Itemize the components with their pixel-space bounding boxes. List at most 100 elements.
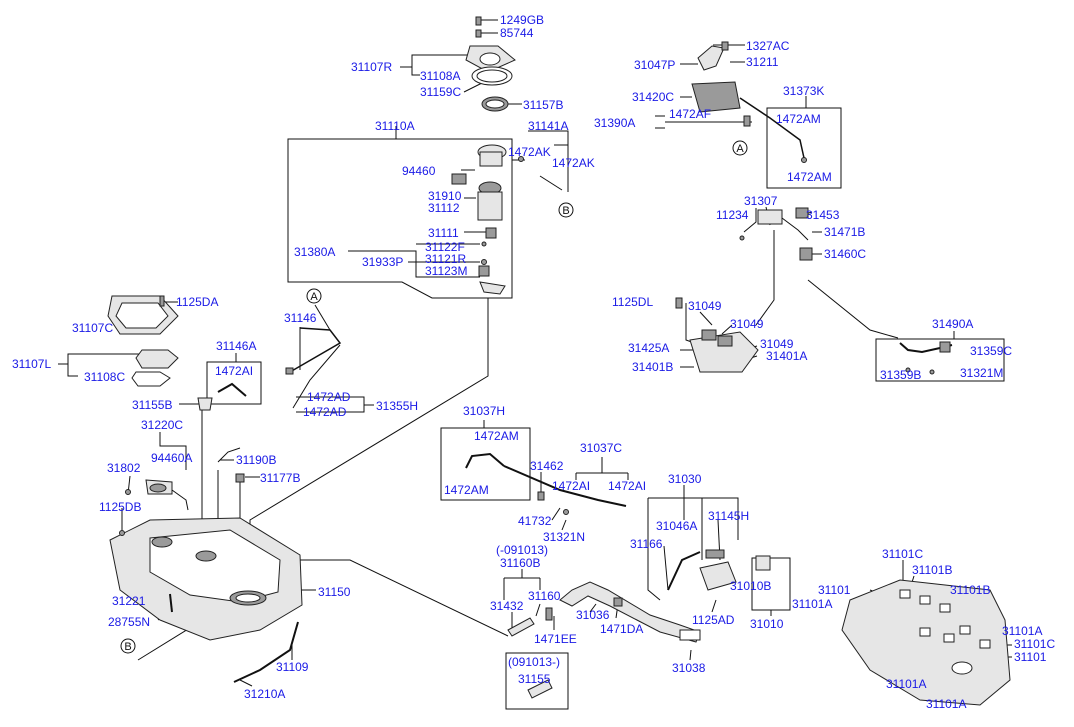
label-31150: 31150 [318, 585, 351, 599]
label-1472am-a: 1472AM [776, 112, 821, 126]
label-31390a: 31390A [594, 116, 635, 130]
label-31160b: 31160B [500, 556, 540, 570]
label-1125dl: 1125DL [612, 295, 653, 309]
label-1249gb: 1249GB [500, 13, 544, 27]
label-31107l: 31107L [12, 357, 51, 371]
label-31109: 31109 [276, 660, 309, 674]
label-31420c: 31420C [632, 90, 674, 104]
label-85744: 85744 [500, 26, 534, 40]
label-31460c: 31460C [824, 247, 866, 261]
label-31471b: 31471B [824, 225, 865, 239]
label-31373k: 31373K [783, 84, 824, 98]
label-31046a: 31046A [656, 519, 697, 533]
label-1472am-d: 1472AM [444, 483, 489, 497]
label-31802: 31802 [107, 461, 141, 475]
label-31111: 31111 [428, 226, 459, 240]
label-31037h: 31037H [463, 404, 505, 418]
label-31211: 31211 [746, 55, 779, 69]
label-31101-a: 31101 [818, 583, 851, 597]
label-1472ad-a: 1472AD [307, 390, 351, 404]
label-31036: 31036 [576, 608, 610, 622]
label-091013-a: (-091013) [496, 543, 548, 557]
callout-b-label-top: B [562, 205, 569, 217]
label-1472ak-b: 1472AK [552, 156, 595, 170]
label-091013-b: (091013-) [508, 655, 560, 669]
label-31122f: 31122F [425, 240, 465, 254]
label-31321n: 31321N [543, 530, 585, 544]
label-31432: 31432 [490, 599, 524, 613]
label-31047p: 31047P [634, 58, 675, 72]
label-31933p: 31933P [362, 255, 403, 269]
label-31112: 31112 [428, 201, 460, 215]
callout-b-marker-top [558, 202, 574, 218]
label-31101c-b: 31101C [1014, 637, 1055, 651]
label-31166: 31166 [630, 537, 663, 551]
label-31453: 31453 [806, 208, 840, 222]
label-31145h: 31145H [708, 509, 749, 523]
label-31401b: 31401B [632, 360, 673, 374]
label-31010: 31010 [750, 617, 784, 631]
label-1472ad-b: 1472AD [303, 405, 347, 419]
label-1472am-b: 1472AM [787, 170, 832, 184]
callout-a-label-left: A [310, 291, 318, 303]
part-shapes [107, 16, 1011, 706]
part-labels: 1249GB 85744 31107R 31108A 31159C 31157B… [12, 13, 1055, 711]
label-31107r: 31107R [351, 60, 392, 74]
label-31359b: 31359B [880, 368, 921, 382]
label-31101-b: 31101 [1014, 650, 1047, 664]
label-1472ai-b: 1472AI [552, 479, 590, 493]
label-31462: 31462 [530, 459, 564, 473]
label-31155: 31155 [518, 672, 551, 686]
callout-b-label-bottom: B [124, 641, 131, 653]
label-1472ai-a: 1472AI [215, 364, 253, 378]
label-31220c: 31220C [141, 418, 183, 432]
label-31107c: 31107C [72, 321, 113, 335]
label-31101a-d: 31101A [926, 697, 966, 711]
label-31030: 31030 [668, 472, 702, 486]
callout-a-label-right: A [736, 143, 744, 155]
label-31425a: 31425A [628, 341, 669, 355]
label-1471ee: 1471EE [534, 632, 577, 646]
label-31101b-a: 31101B [912, 563, 952, 577]
label-31146: 31146 [284, 311, 317, 325]
callout-a-marker-right [732, 140, 748, 156]
label-31110a: 31110A [375, 119, 415, 133]
label-1125da: 1125DA [176, 295, 218, 309]
label-31210a: 31210A [244, 687, 285, 701]
label-31355h: 31355H [376, 399, 418, 413]
label-31359c: 31359C [970, 344, 1012, 358]
label-31380a: 31380A [294, 245, 335, 259]
label-94460a: 94460A [151, 451, 192, 465]
label-31910: 31910 [428, 189, 462, 203]
label-31108c: 31108C [84, 370, 125, 384]
label-1125db: 1125DB [99, 500, 141, 514]
label-31108a: 31108A [420, 69, 460, 83]
label-31307: 31307 [744, 194, 778, 208]
label-31101b-b: 31101B [950, 583, 990, 597]
callout-b-marker-bottom [120, 638, 136, 654]
label-31101c-a: 31101C [882, 547, 923, 561]
label-31121r: 31121R [425, 252, 466, 266]
label-31049-b: 31049 [730, 317, 764, 331]
label-31401a: 31401A [766, 349, 807, 363]
label-11234: 11234 [716, 208, 749, 222]
label-31010b: 31010B [730, 579, 771, 593]
label-31038: 31038 [672, 661, 706, 675]
label-31146a: 31146A [216, 339, 256, 353]
label-31190b: 31190B [236, 453, 276, 467]
callout-markers: B A A B [120, 140, 748, 654]
label-31101a-a: 31101A [792, 597, 832, 611]
label-31037c: 31037C [580, 441, 622, 455]
label-31101a-b: 31101A [1002, 624, 1042, 638]
label-31490a: 31490A [932, 317, 973, 331]
label-31123m: 31123M [425, 264, 467, 278]
label-31321m: 31321M [960, 366, 1003, 380]
label-28755n: 28755N [108, 615, 150, 629]
label-94460: 94460 [402, 164, 436, 178]
label-31221: 31221 [112, 594, 146, 608]
label-1471da: 1471DA [600, 622, 643, 636]
label-31177b: 31177B [260, 471, 300, 485]
label-31141a: 31141A [528, 119, 568, 133]
label-31049-c: 31049 [760, 337, 794, 351]
